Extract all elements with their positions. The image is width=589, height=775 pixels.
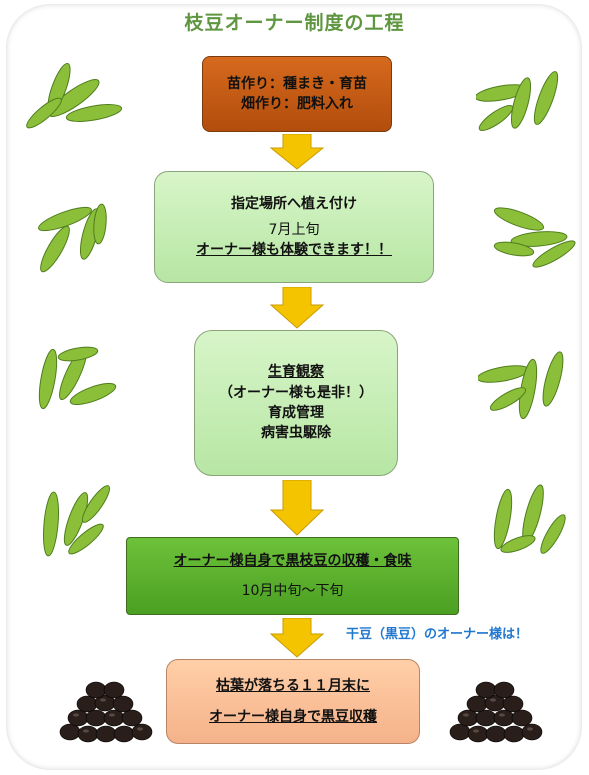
down-arrow-icon [269,287,325,329]
edamame-icon [26,62,123,129]
step-text: 畑作り：肥料入れ [241,96,353,112]
step-box-harvest: オーナー様自身で黒枝豆の収穫・食味 10月中旬～下旬 [126,537,459,615]
step-text: 7月上旬 [268,221,320,238]
step-text: 苗作り：種まき・育苗 [227,75,367,92]
edamame-icon [493,484,566,554]
step-text: 枯葉が落ちる１１月末に [216,678,370,695]
down-arrow-icon [269,618,325,658]
edamame-icon [42,485,111,557]
edamame-icon [38,346,117,410]
step-text: 生育観察 [268,364,324,381]
black-beans-icon [59,681,153,743]
black-beans-icon [449,681,543,743]
step-text: 育成管理 [268,405,324,421]
edamame-icon [476,71,559,131]
step-text: 10月中旬～下旬 [241,583,344,599]
step-text: （オーナー様も是非！） [219,384,373,401]
step-box-black-bean-harvest: 枯葉が落ちる１１月末に オーナー様自身で黒豆収穫 [166,659,420,744]
down-arrow-icon [269,480,325,536]
step-text: オーナー様自身で黒豆収穫 [209,708,377,725]
step-box-planting: 指定場所へ植え付け 7月上旬 オーナー様も体験できます！！ [154,171,434,283]
edamame-icon [493,207,576,268]
page-title: 枝豆オーナー制度の工程 [184,12,405,34]
edamame-icon [38,203,107,273]
down-arrow-icon [269,134,325,170]
step-box-seedling: 苗作り：種まき・育苗 畑作り：肥料入れ [202,56,392,132]
step-text: オーナー様も体験できます！！ [196,242,392,259]
note-text: 干豆（黒豆）のオーナー様は！ [346,627,529,642]
edamame-icon [478,351,564,420]
step-text: オーナー様自身で黒枝豆の収穫・食味 [173,552,412,569]
step-box-growth: 生育観察 （オーナー様も是非！） 育成管理 病害虫駆除 [194,330,398,476]
step-text: 病害虫駆除 [261,425,331,442]
step-text: 指定場所へ植え付け [231,195,357,212]
